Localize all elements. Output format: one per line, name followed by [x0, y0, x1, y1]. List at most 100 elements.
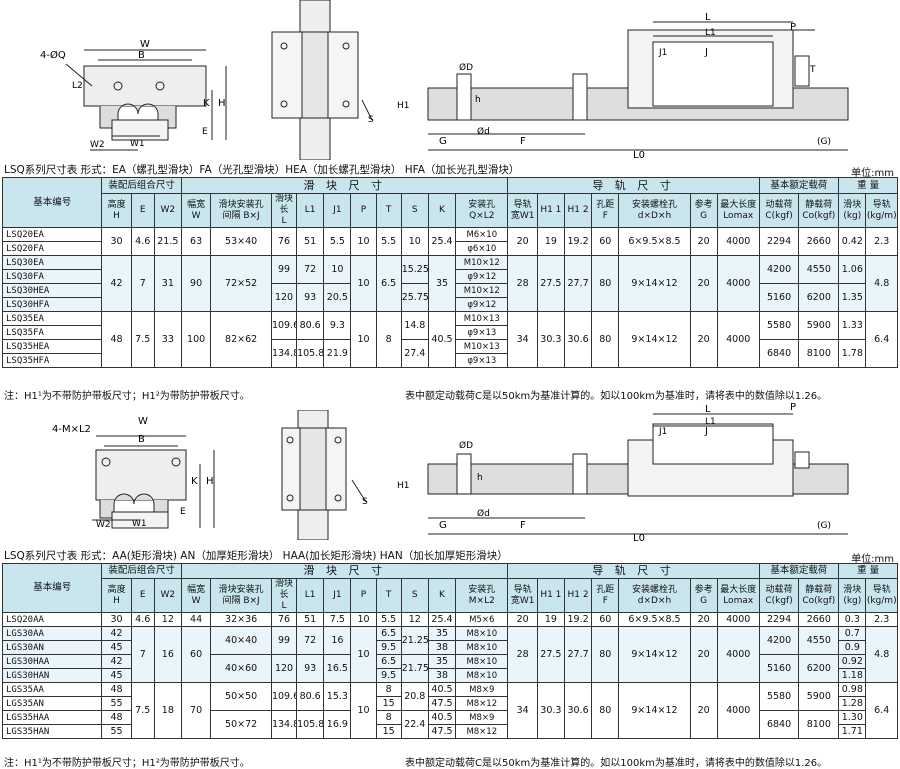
table-row: LSQ20FA — [1, 241, 103, 256]
cell: M8×10 — [455, 640, 509, 655]
label-k: K — [191, 476, 198, 487]
cell: 5.5 — [375, 227, 402, 256]
cell: 93 — [296, 654, 325, 683]
cell: 28 — [507, 255, 538, 312]
col-s: S — [400, 193, 429, 228]
cell: 16.9 — [323, 710, 352, 739]
cell: 44 — [180, 612, 212, 627]
col-l1: L1 — [296, 193, 325, 228]
label-g: G — [439, 136, 447, 147]
cell: 4.8 — [865, 255, 898, 312]
label-f: F — [520, 136, 526, 147]
col-s: S — [400, 578, 429, 613]
table-row: LSQ30EA — [1, 255, 103, 270]
col-l1: L1 — [296, 578, 325, 613]
cell: 120 — [270, 283, 298, 312]
cell: 109.6 — [270, 682, 298, 711]
cell: 40.5 — [427, 710, 457, 725]
cell: 48 — [101, 682, 132, 697]
table-row: LGS30HAN — [1, 668, 103, 683]
header-load: 基本额定载荷 — [758, 563, 840, 579]
cell: 7.5 — [130, 311, 155, 368]
label-j1: J1 — [658, 48, 667, 58]
table-row: LGS35HAA — [1, 710, 103, 725]
cell: 0.42 — [838, 227, 867, 256]
label-e: E — [202, 127, 208, 137]
cell: M5×6 — [455, 612, 509, 627]
cell: 21.5 — [153, 227, 182, 256]
cell: 4000 — [716, 612, 760, 627]
cell: 80 — [591, 311, 620, 368]
cell: 134.8 — [270, 710, 298, 739]
header-model: 基本编号 — [1, 563, 103, 613]
cell: 5580 — [758, 311, 800, 340]
col-lmax: 最大长度 Lomax — [716, 578, 760, 613]
cell: 134.8 — [270, 339, 298, 368]
col-lmax: 最大长度 Lomax — [716, 193, 760, 228]
col-g: 参考 G — [689, 578, 718, 613]
table-row: LGS35AA — [1, 682, 103, 697]
cell: 1.35 — [838, 283, 867, 312]
cell: 1.33 — [838, 311, 867, 340]
cell: 38 — [427, 640, 457, 655]
cell: 27.5 — [536, 255, 565, 312]
cell: 4000 — [716, 227, 760, 256]
cell: 6×9.5×8.5 — [618, 227, 691, 256]
front-view-drawing-top: 4-ØQ W B L2 K H E W2 W1 — [40, 39, 227, 151]
col-w2: W2 — [153, 193, 182, 228]
cell: 6.4 — [865, 311, 898, 368]
col-e: E — [130, 193, 155, 228]
label-w2: W2 — [90, 140, 105, 150]
header-weight: 重 量 — [838, 563, 898, 579]
col-bj: 滑块安装孔 间隔 B×J — [210, 578, 272, 613]
cell: 7 — [130, 626, 155, 683]
label-4-q: 4-ØQ — [40, 49, 66, 61]
cell: 42 — [101, 654, 132, 669]
cell: 76 — [270, 227, 298, 256]
cell: 14.8 — [400, 311, 429, 340]
cell: 2294 — [758, 612, 800, 627]
cell: 8100 — [798, 339, 840, 368]
cell: 5.5 — [323, 227, 352, 256]
cell: 4.6 — [130, 612, 155, 627]
cell: 1.06 — [838, 255, 867, 284]
cell: M8×9 — [455, 682, 509, 697]
cell: 5160 — [758, 283, 800, 312]
cell: 72 — [296, 626, 325, 655]
col-h1-1: H1 1 — [536, 578, 565, 613]
cell: 20.8 — [400, 682, 429, 711]
cell: 1.78 — [838, 339, 867, 368]
cell: 82×62 — [210, 311, 272, 368]
cell: 20 — [689, 682, 718, 739]
cell: 7.5 — [323, 612, 352, 627]
label-l1: L1 — [705, 28, 716, 38]
cell: 10 — [350, 227, 377, 256]
label-l: L — [705, 404, 711, 415]
label-g: G — [439, 520, 447, 531]
cell: 27.4 — [400, 339, 429, 368]
cell: 9×14×12 — [618, 255, 691, 312]
col-p: P — [350, 578, 377, 613]
table-row: LSQ30FA — [1, 269, 103, 284]
col-hole: 安装孔 Q×L2 — [455, 193, 509, 228]
cell: 10 — [350, 612, 377, 627]
label-b: B — [138, 50, 145, 61]
cell: 4000 — [716, 255, 760, 312]
label-g-paren: (G) — [817, 521, 831, 531]
label-j: J — [704, 47, 708, 58]
cell: 70 — [180, 682, 212, 739]
cell: 42 — [101, 626, 132, 641]
cell: 6200 — [798, 283, 840, 312]
cell: 40.5 — [427, 311, 457, 368]
cell: 10 — [350, 626, 377, 683]
cell: 10 — [350, 311, 377, 368]
cell: 105.8 — [296, 710, 325, 739]
cell: 2.3 — [865, 227, 898, 256]
cell: M8×12 — [455, 696, 509, 711]
cell: 19.2 — [563, 612, 593, 627]
cell: 99 — [270, 626, 298, 655]
label-w1: W1 — [132, 519, 147, 529]
cell: 6.5 — [375, 255, 402, 312]
label-j1: J1 — [658, 427, 667, 437]
cell: 35 — [427, 255, 457, 312]
